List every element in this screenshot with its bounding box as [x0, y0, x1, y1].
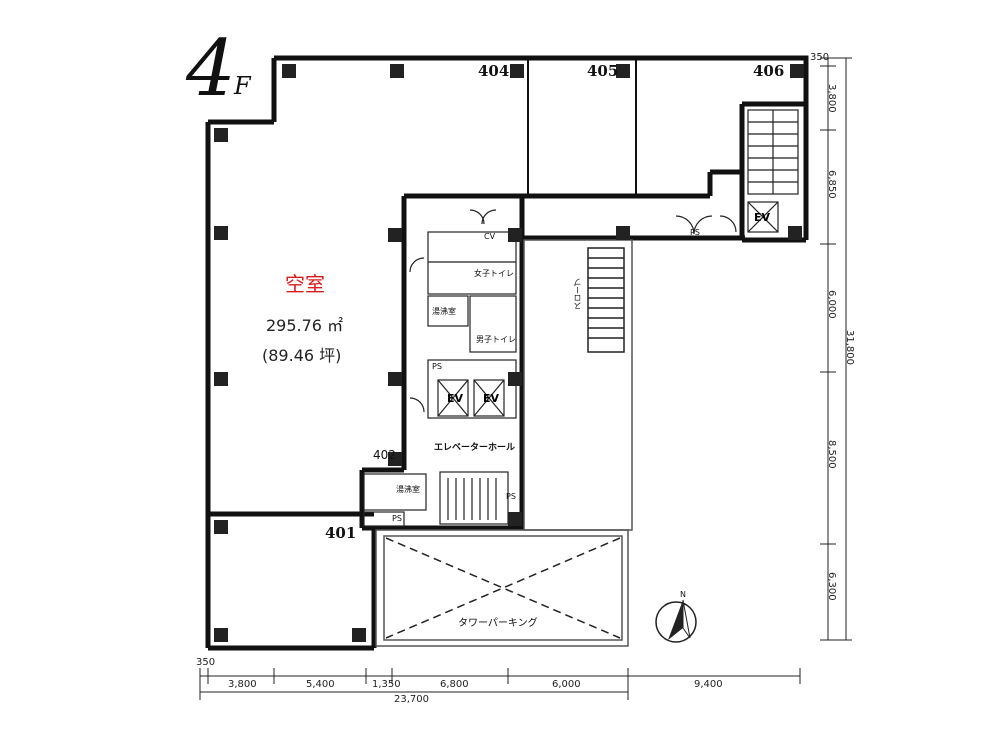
compass-north-label: N: [680, 590, 686, 599]
dimension-lines-right: [820, 57, 852, 641]
elevator-3-label: EV: [754, 211, 771, 224]
dim-right-total: 31,800: [844, 330, 855, 365]
structural-columns: [214, 64, 804, 642]
unit-partitions: [404, 60, 637, 197]
dim-bottom-6: 9,400: [694, 679, 723, 690]
ramp-stripes: [587, 247, 625, 353]
unit-406-label: 406: [753, 62, 785, 80]
elevator-2-label: EV: [483, 392, 500, 405]
mens-toilet-label: 男子トイレ: [476, 335, 516, 344]
ramp-label: スロープ: [573, 278, 582, 310]
dim-right-0: 350: [810, 52, 830, 63]
ps-label-402: PS: [392, 514, 402, 523]
cv-label: CV: [484, 232, 496, 241]
dim-right-5: 6,300: [826, 572, 837, 601]
dim-bottom-0: 350: [196, 657, 216, 668]
floor-number: 4: [186, 24, 236, 114]
dim-right-2: 6,850: [826, 170, 837, 199]
unit-405-label: 405: [587, 62, 619, 80]
stair-tower: [747, 109, 799, 233]
dim-bottom-1: 3,800: [228, 679, 257, 690]
dim-bottom-2: 5,400: [306, 679, 335, 690]
vacancy-area-tsubo: (89.46 坪): [262, 346, 342, 365]
open-area-outline: [375, 239, 633, 647]
dim-right-4: 8,500: [826, 440, 837, 469]
compass-icon: [655, 599, 697, 643]
dim-bottom-3: 1,350: [372, 679, 401, 690]
tower-parking-cross: [385, 537, 621, 639]
dim-bottom-5: 6,000: [552, 679, 581, 690]
unit-401-label: 401: [325, 524, 357, 542]
womens-toilet-label: 女子トイレ: [474, 269, 514, 278]
ps-label-core: PS: [432, 362, 442, 371]
supply-room-402-label: 湯沸室: [396, 485, 420, 494]
elevator-1-label: EV: [447, 392, 464, 405]
elevator-hall-label: エレベーターホール: [434, 443, 516, 453]
core-details: [363, 209, 737, 527]
vacancy-status: 空室: [285, 272, 325, 296]
floor-suffix: F: [234, 72, 251, 100]
dimension-lines-bottom: [199, 668, 801, 700]
dim-right-1: 3,800: [826, 84, 837, 113]
dim-bottom-4: 6,800: [440, 679, 469, 690]
unit-402-label: 402: [373, 448, 396, 462]
supply-room-label: 湯沸室: [432, 307, 456, 316]
building-walls: [205, 55, 809, 651]
dim-bottom-total: 23,700: [394, 694, 429, 705]
tower-parking-label: タワーパーキング: [458, 618, 538, 629]
unit-404-label: 404: [478, 62, 510, 80]
ps-label-stair: PS: [506, 492, 516, 501]
ps-label-corridor: PS: [690, 228, 700, 237]
dim-right-3: 6,000: [826, 290, 837, 319]
vacancy-area-m2: 295.76 ㎡: [266, 316, 344, 335]
